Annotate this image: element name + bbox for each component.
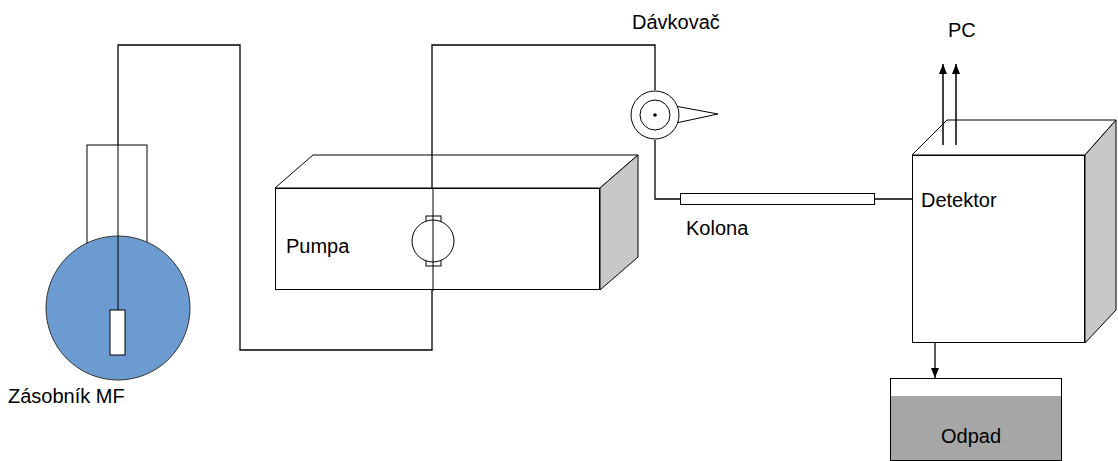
detector-side-face [1085,120,1116,343]
tubing-line [432,45,655,188]
injector-axis [653,113,657,117]
injector-port [675,106,718,123]
column-tube: Kolona [680,193,875,205]
node-label: Pumpa [286,234,349,258]
flask-outline [46,145,190,380]
waste-outline [891,379,1063,461]
tubing-line [655,140,680,199]
node-label: Dávkovač [632,10,720,34]
node-label: Kolona [686,216,748,240]
injector-valve: Dávkovač [630,90,680,140]
column-outline [681,194,876,206]
pump-side-face [600,155,638,290]
signal-arrow [942,64,944,145]
output-label: PC [948,18,976,42]
detector-outline [913,156,1086,344]
detector-box: Detektor [912,155,1085,343]
pump-top-face [275,155,638,188]
node-label: Zásobník MF [8,384,125,408]
node-label: Detektor [921,188,997,212]
flask-neck [87,145,147,243]
tubing-line [875,198,912,199]
waste-liquid [891,396,1061,460]
suction-tube [118,145,119,310]
inlet-filter [110,310,125,355]
injector-rotor [640,100,670,130]
reservoir-flask: Zásobník MF [46,145,190,380]
pump-box: Pumpa [275,188,600,290]
injector-outline [630,90,680,140]
tubing-line [934,343,935,378]
waste-container: Odpad [890,378,1062,461]
node-label: Odpad [941,424,1001,448]
injector-outer [631,91,679,139]
signal-arrow [955,64,957,145]
suction-tube [118,145,119,310]
pump-tube [433,189,434,291]
